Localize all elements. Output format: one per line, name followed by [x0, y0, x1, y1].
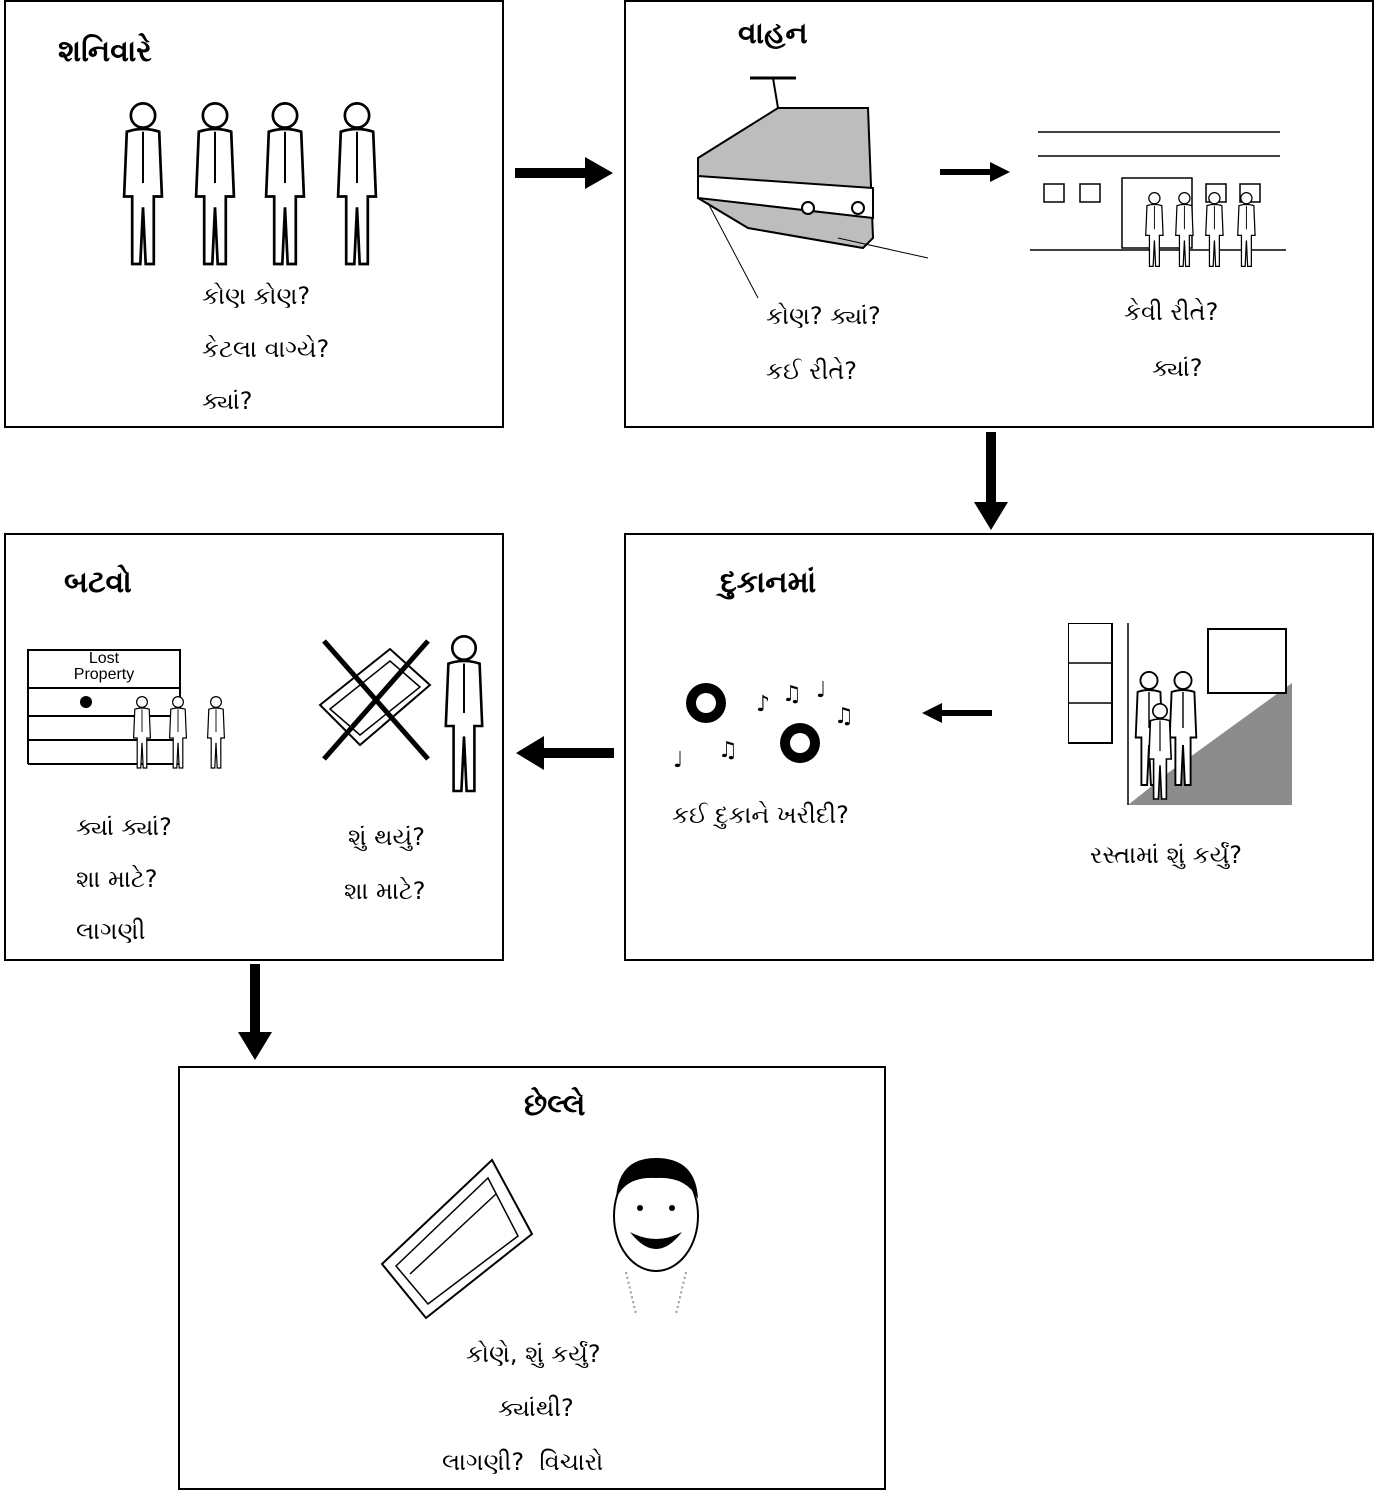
panel-in-the-shop: દુકાનમાં ♩ ♫ ♪ ♫ ♩ ♫ કઈ દુકાને ખરીદી? રસ…: [624, 533, 1374, 961]
lost-property-counter-icon: [27, 649, 225, 769]
question-line: લાગણી? વિચારો: [442, 1448, 604, 1476]
question-line: કઈ દુકાને ખરીદી?: [672, 801, 849, 829]
arrow-right-icon: [940, 162, 1010, 182]
arrow-left-icon: [922, 703, 992, 723]
arrow-left-icon: [516, 736, 614, 770]
question-line: કઈ રીતે?: [766, 357, 858, 385]
lost-property-sign: Lost Property: [28, 651, 180, 683]
sign-line: Lost: [88, 650, 120, 667]
arrow-down-icon: [238, 964, 272, 1060]
panel-title: છેલ્લે: [524, 1088, 586, 1123]
panel-title: બટવો: [64, 565, 132, 600]
svg-text:♩: ♩: [673, 748, 683, 773]
panel-finally: છેલ્લે કોણે, શું કર્યું? ક્યાંથી? લાગણી?…: [178, 1066, 886, 1490]
station-icon: [1030, 131, 1286, 268]
svg-text:♫: ♫: [718, 738, 738, 763]
question-line: શું થયું?: [348, 823, 425, 851]
question-line: ક્યાંથી?: [498, 1394, 574, 1422]
records-and-music-notes-icon: ♩ ♫ ♪ ♫ ♩ ♫: [673, 678, 854, 773]
group-of-people-icon: [122, 101, 378, 266]
question-line: કોણ? ક્યાં?: [766, 302, 881, 330]
tram-icon: [697, 76, 929, 299]
question-line: રસ્તામાં શું કર્યું?: [1090, 841, 1243, 869]
panel-vehicle: વાહન કોણ? ક્યાં? કઈ રીતે? કેવી રીતે? ક્ય…: [624, 0, 1374, 428]
svg-text:♫: ♫: [782, 682, 802, 707]
panel-saturday: શનિવારે કોણ કોણ? કેટલા વાગ્યે? ક્યાં?: [4, 0, 504, 428]
panel-title: વાહન: [738, 16, 808, 51]
question-line: ક્યાં ક્યાં?: [76, 813, 172, 841]
smiling-face-icon: [613, 1158, 699, 1315]
question-line: શા માટે?: [344, 877, 426, 905]
shopping-street-icon: [1068, 623, 1292, 805]
svg-text:♪: ♪: [756, 692, 770, 717]
question-line: ક્યાં?: [202, 387, 253, 415]
crossed-out-wallet-icon: [318, 639, 432, 761]
question-line: કેવી રીતે?: [1124, 298, 1219, 326]
svg-text:♩: ♩: [816, 678, 826, 703]
arrow-right-icon: [515, 157, 613, 189]
question-line: લાગણી: [76, 917, 146, 945]
panel-title: શનિવારે: [58, 34, 152, 69]
question-line: ક્યાં?: [1152, 354, 1203, 382]
question-line: શા માટે?: [76, 865, 158, 893]
question-line: કોણે, શું કર્યું?: [466, 1340, 601, 1368]
panel-wallet: બટવો Lost Property ક્યાં ક્યાં? શા માટે?…: [4, 533, 504, 961]
sign-line: Property: [73, 666, 135, 683]
arrow-down-icon: [974, 432, 1008, 530]
svg-text:♫: ♫: [834, 704, 854, 729]
panel-title: દુકાનમાં: [720, 565, 817, 600]
question-line: કેટલા વાગ્યે?: [202, 335, 330, 363]
question-line: કોણ કોણ?: [202, 282, 311, 310]
man-icon: [444, 634, 484, 793]
wallet-icon: [380, 1158, 534, 1320]
